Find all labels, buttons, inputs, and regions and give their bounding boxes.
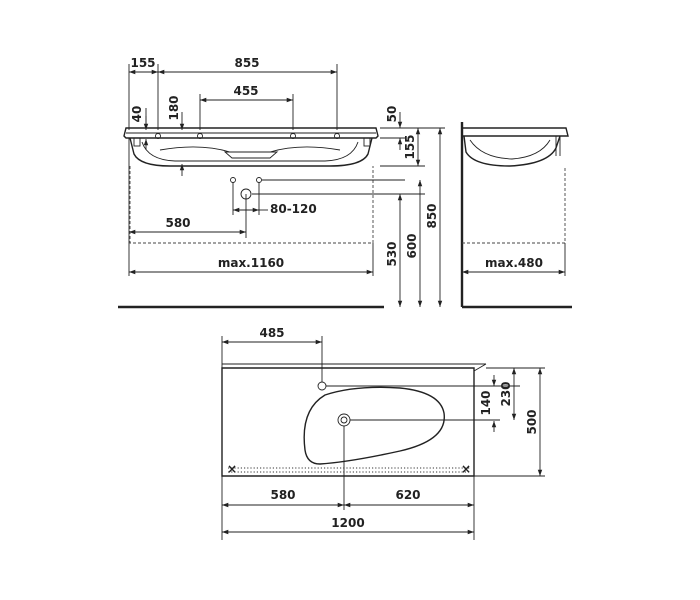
- top-view: × × 485 140 230 500 580: [221, 326, 545, 540]
- corner-mark-left: ×: [227, 462, 237, 476]
- dim-max1160-label: max.1160: [218, 256, 284, 270]
- tap-hole: [317, 381, 327, 391]
- dim-1200-label: 1200: [331, 516, 364, 530]
- dim-855-label: 855: [234, 56, 259, 70]
- dim-530-label: 530: [385, 241, 399, 266]
- mounting-bolt-right: [363, 137, 371, 147]
- dim-600-label: 600: [405, 233, 419, 258]
- basin-top: [303, 386, 445, 465]
- dim-230-label: 230: [499, 381, 513, 406]
- side-furniture-outline: [462, 166, 566, 244]
- front-view: 155 855 455 40 180 50 155 80-120 580 max: [118, 56, 445, 309]
- drain-top: [337, 413, 351, 427]
- dim-580-top-label: 580: [270, 488, 295, 502]
- basin-front: [129, 137, 373, 167]
- corner-mark-right: ×: [461, 462, 471, 476]
- dim-620-label: 620: [395, 488, 420, 502]
- side-view: max.480: [460, 122, 572, 309]
- dim-80-120-label: 80-120: [270, 202, 317, 216]
- basin-side: [463, 135, 561, 167]
- dim-850-label: 850: [425, 203, 439, 228]
- dim-580-label: 580: [165, 216, 190, 230]
- dim-455-label: 455: [233, 84, 258, 98]
- dim-500-label: 500: [525, 409, 539, 434]
- dim-180-label: 180: [167, 95, 181, 120]
- countertop-top: [221, 367, 475, 477]
- dim-40-label: 40: [130, 106, 144, 123]
- dim-155-label: 155: [130, 56, 155, 70]
- dim-155-right-label: 155: [403, 134, 417, 159]
- outlet-right: [256, 177, 262, 183]
- dim-max480-label: max.480: [485, 256, 543, 270]
- countertop-front: [123, 127, 379, 139]
- outlet-left: [230, 177, 236, 183]
- dim-140-label: 140: [479, 390, 493, 415]
- dim-50-label: 50: [385, 106, 399, 123]
- dim-485-label: 485: [259, 326, 284, 340]
- countertop-side: [462, 127, 569, 137]
- furniture-outline: [129, 166, 374, 244]
- mounting-bolt-left: [133, 137, 141, 147]
